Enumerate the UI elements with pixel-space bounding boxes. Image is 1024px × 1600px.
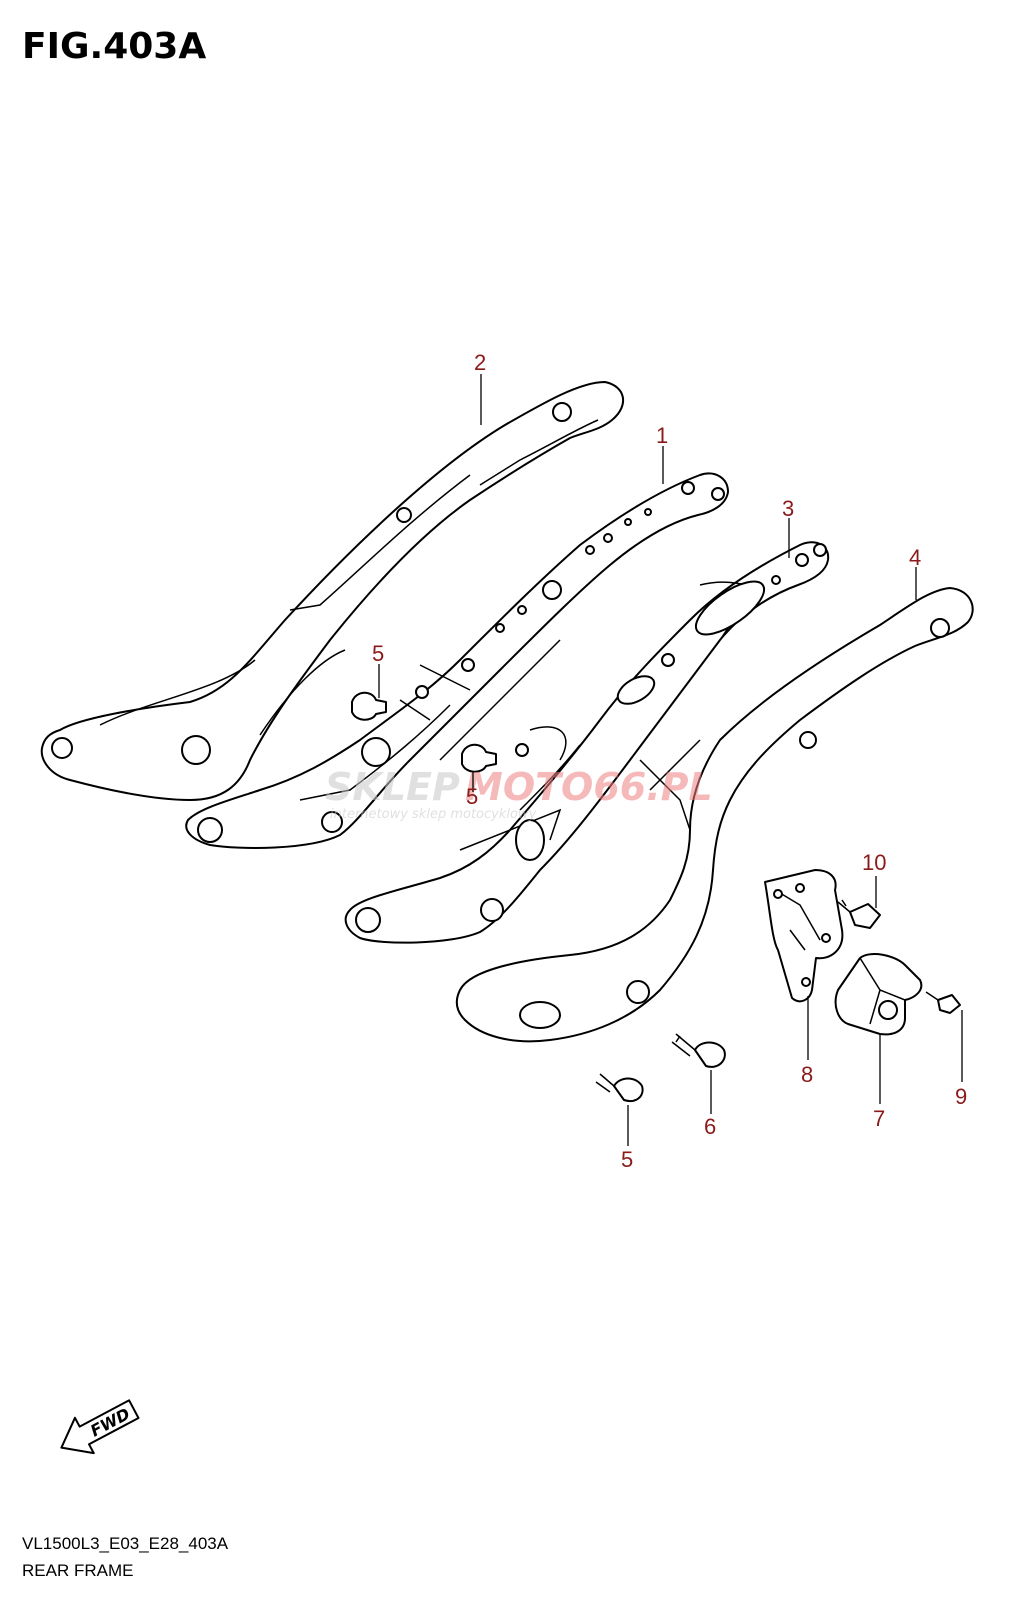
callout-8[interactable]: 8 — [801, 1062, 813, 1087]
callouts: 2 1 3 4 5 5 5 6 7 8 9 10 — [372, 350, 967, 1172]
watermark: SKLEP MOTO66.PL internetowy sklep motocy… — [325, 765, 713, 822]
callout-10[interactable]: 10 — [862, 850, 886, 875]
callout-5-middle[interactable]: 5 — [466, 784, 478, 809]
part-7-clamp — [834, 953, 923, 1036]
part-2-rail — [40, 381, 624, 801]
bolt-5-lower — [595, 1073, 644, 1102]
callout-5-upper[interactable]: 5 — [372, 641, 384, 666]
callout-6[interactable]: 6 — [704, 1114, 716, 1139]
leader-lines — [378, 374, 963, 1146]
figure-code: VL1500L3_E03_E28_403A — [22, 1534, 229, 1553]
part-3-rail — [344, 541, 830, 944]
callout-1[interactable]: 1 — [656, 423, 668, 448]
bolt-9 — [925, 991, 961, 1014]
part-1-rail — [185, 472, 729, 849]
bolt-6 — [671, 1033, 726, 1068]
callout-5-lower[interactable]: 5 — [621, 1147, 633, 1172]
part-8-bracket — [764, 869, 844, 1003]
callout-4[interactable]: 4 — [909, 545, 921, 570]
part-4-rail — [455, 587, 974, 1043]
callout-3[interactable]: 3 — [782, 496, 794, 521]
bolt-5-middle — [461, 743, 497, 773]
fwd-arrow-icon: FWD — [60, 1399, 140, 1455]
figure-title: FIG.403A — [22, 26, 206, 67]
watermark-sub: internetowy sklep motocyklowy — [330, 807, 537, 822]
callout-2[interactable]: 2 — [474, 350, 486, 375]
watermark-left: SKLEP — [325, 765, 460, 809]
figure-caption: REAR FRAME — [22, 1561, 133, 1580]
bolt-10 — [837, 899, 881, 929]
bolt-5-upper — [351, 691, 387, 721]
callout-7[interactable]: 7 — [873, 1106, 885, 1131]
watermark-right: MOTO66.PL — [465, 765, 713, 809]
callout-9[interactable]: 9 — [955, 1084, 967, 1109]
